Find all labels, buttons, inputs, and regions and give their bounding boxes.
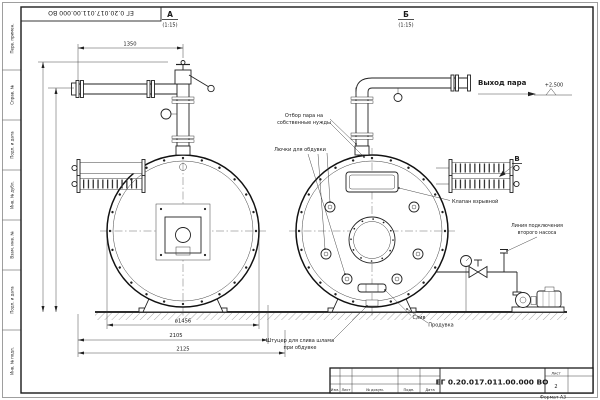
bottom-fitting bbox=[357, 283, 387, 307]
annotation-drain: Слив bbox=[384, 289, 425, 321]
dim-text: 2125 bbox=[176, 347, 189, 353]
side-stamp-label: Инв. № подл. bbox=[10, 347, 15, 375]
view-b-letter: Б bbox=[403, 10, 409, 19]
dimension-vertical-lines bbox=[38, 61, 168, 312]
annotation-blowdown: Продувка bbox=[406, 308, 454, 329]
view-b-boiler-front bbox=[289, 74, 520, 318]
side-stamp-label: Справ. № bbox=[10, 85, 15, 104]
dim-text: 1350 bbox=[123, 42, 136, 48]
pump-unit-and-piping bbox=[436, 249, 565, 313]
second-pump-line2: второго насоса bbox=[518, 231, 557, 236]
top-fitting bbox=[179, 163, 187, 171]
view-a-scale: (1:15) bbox=[162, 23, 177, 29]
side-stamp-label: Перв. примен. bbox=[10, 23, 15, 53]
valve-lever bbox=[188, 74, 210, 88]
dimension-length-inner: 2105 bbox=[77, 305, 269, 357]
steam-outlet-piping bbox=[350, 74, 471, 156]
sludge-line2: при обдувке bbox=[284, 345, 317, 351]
side-stamp-label: Инв. № дубл. bbox=[10, 181, 15, 208]
sludge-line1: Штуцер для слива шлама bbox=[266, 338, 334, 344]
view-label-v: В bbox=[499, 155, 522, 177]
annotation-second-pump-line: Линия подключения второго насоса bbox=[506, 223, 563, 252]
steam-extraction-line2: собственные нужды bbox=[277, 120, 331, 126]
burner-plate bbox=[155, 203, 211, 261]
explosion-valve-text: Клапан взрывной bbox=[452, 198, 498, 205]
blowdown-text: Продувка bbox=[428, 323, 453, 329]
annotation-steam-outlet: Выход пара +2,500 bbox=[478, 79, 572, 97]
steam-extraction-line1: Отбор пара на bbox=[285, 113, 323, 119]
view-a-letter: А bbox=[167, 10, 173, 19]
annotation-sludge-fitting: Штуцер для слива шлама при обдувке bbox=[266, 305, 368, 351]
side-stamp-label: Подп. и дата bbox=[10, 286, 15, 314]
manhole bbox=[348, 216, 396, 264]
corner-stamp-text: ЕГ 0.20.017.011.00.000 ВО bbox=[48, 9, 134, 16]
counterweight bbox=[207, 84, 215, 93]
annotation-explosion-valve: Клапан взрывной bbox=[398, 187, 498, 205]
side-stamp-column: Перв. примен. Справ. № Подп. и дата Инв.… bbox=[2, 23, 21, 375]
title-col-list: Лист bbox=[341, 388, 350, 392]
dim-text: 2105 bbox=[169, 333, 182, 339]
title-col-data: Дата bbox=[425, 388, 434, 392]
drain-pocket bbox=[393, 93, 403, 102]
dimension-shell-diameter: ø1456 bbox=[106, 238, 260, 329]
title-block: Изм. Лист № докум. Подп. Дата ЕГ 0.20.01… bbox=[329, 367, 594, 394]
side-stamp-label: Взам. инв. № bbox=[10, 231, 15, 258]
explosion-hatch bbox=[345, 171, 399, 193]
view-v-letter: В bbox=[514, 155, 519, 163]
sheet-label: Лист bbox=[551, 371, 561, 376]
safety-valve-body bbox=[174, 69, 192, 85]
annotation-blow-hatches: Лючки для обдувки bbox=[274, 147, 346, 275]
dim-text: ø1456 bbox=[175, 319, 191, 325]
blow-off-hatches bbox=[320, 201, 424, 285]
level-gauge-assembly-right bbox=[436, 159, 520, 193]
view-a-boiler-front bbox=[71, 60, 266, 318]
level-gauge-assembly-left bbox=[71, 159, 146, 193]
corner-stamp: ЕГ 0.20.017.011.00.000 ВО bbox=[20, 6, 162, 22]
sheet-value: 2 bbox=[554, 384, 557, 390]
drawing-designation: ЕГ 0.20.017.011.00.000 ВО bbox=[436, 378, 549, 387]
pressure-gauge-icon bbox=[160, 108, 172, 120]
view-label-a: А (1:15) bbox=[162, 10, 178, 29]
dimension-length-overall: 2125 bbox=[78, 330, 286, 357]
annotation-steam-extraction: Отбор пара на собственные нужды bbox=[277, 113, 365, 158]
title-col-izm: Изм. bbox=[331, 388, 339, 392]
steam-outlet-text: Выход пара bbox=[478, 79, 527, 87]
view-b-scale: (1:15) bbox=[398, 23, 413, 29]
blow-hatches-text: Лючки для обдувки bbox=[274, 147, 326, 153]
side-stamp-label: Подп. и дата bbox=[10, 131, 15, 159]
title-col-docum: № докум. bbox=[366, 388, 384, 392]
second-pump-line1: Линия подключения bbox=[511, 223, 563, 229]
elevation-mark-text: +2,500 bbox=[545, 83, 564, 89]
format-label: Формат А3 bbox=[540, 394, 566, 400]
feed-pump bbox=[511, 286, 565, 313]
title-col-podp: Подп. bbox=[404, 388, 415, 392]
dimension-pipe-length: 1350 bbox=[77, 42, 184, 80]
drain-text: Слив bbox=[413, 315, 426, 321]
safety-valve-piping bbox=[71, 60, 215, 156]
ground-line bbox=[95, 311, 567, 320]
valve-icon bbox=[468, 265, 479, 279]
view-label-b: Б (1:15) bbox=[398, 10, 414, 29]
